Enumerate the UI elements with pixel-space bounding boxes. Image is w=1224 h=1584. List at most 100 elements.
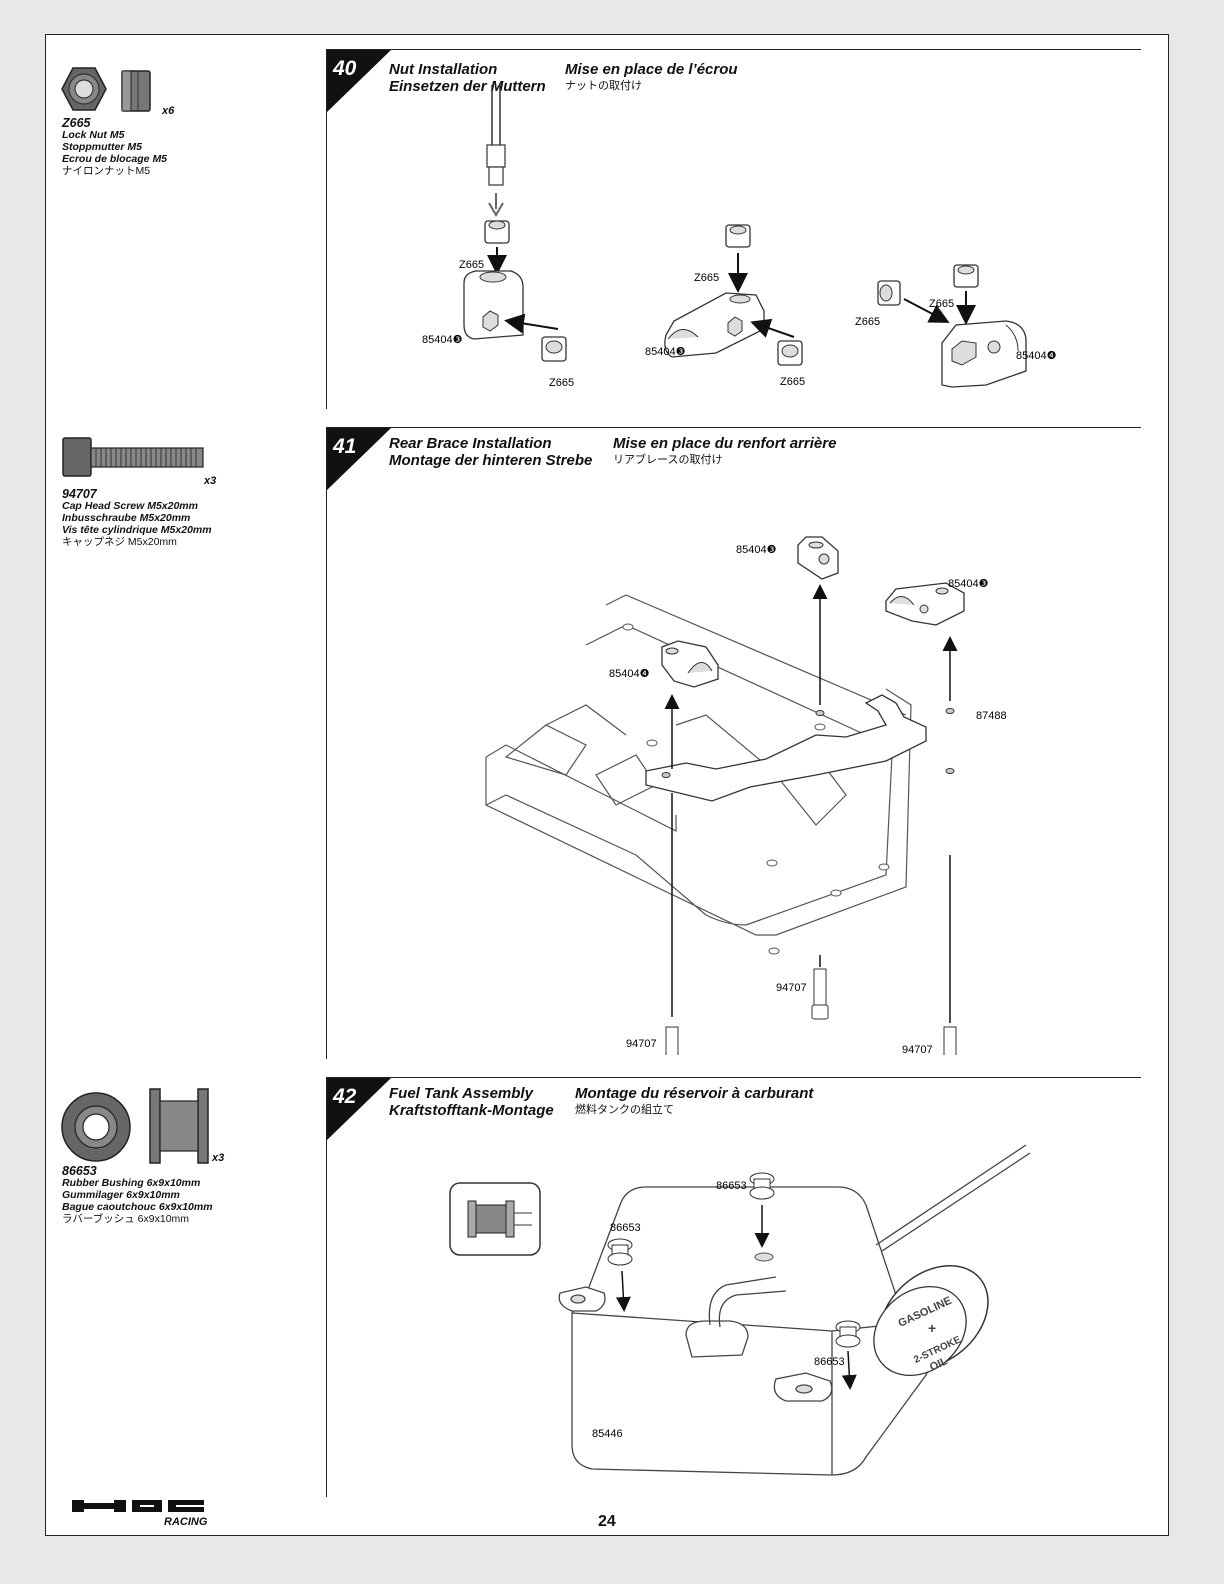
step-40-rule [326,49,1141,50]
step-41-title-jp: リアブレースの取付け [613,454,723,466]
nut-driver-icon [486,85,506,186]
part-z665-jp: ナイロンナットM5 [62,165,151,177]
step-40-diagram: Z665 85404❸ Z665 Z665 85404❸ Z665 Z665 Z… [422,85,1057,389]
step-42-label-3: 86653 [814,1356,845,1368]
step-40-label-3: Z665 [549,377,574,389]
step-42-number: 42 [332,1085,357,1108]
step-41-label-2: 85404❸ [948,578,989,590]
part-z665-fr: Ecrou de blocage M5 [62,153,168,165]
logo-racing-text: RACING [164,1516,208,1528]
rubber-bushing-icon [61,1088,209,1164]
part-z665-en: Lock Nut M5 [62,129,125,141]
part-94707-label: 94707 Cap Head Screw M5x20mm Inbusschrau… [62,488,212,548]
cap-head-screw-icon [62,437,204,477]
step-41-title-de: Montage der hinteren Strebe [389,452,593,469]
step-40-title-en: Nut Installation [389,61,498,78]
step-41-label-3: 85404❹ [609,668,650,680]
step-42-title-fr-jp: Montage du réservoir à carburant 燃料タンクの組… [575,1085,813,1119]
page-number: 24 [598,1513,616,1530]
step-41-title-fr-jp: Mise en place du renfort arrière リアブレースの… [613,435,836,469]
column-divider-2 [326,427,327,1059]
part-86653-label: 86653 Rubber Bushing 6x9x10mm Gummilager… [62,1165,213,1225]
step-41-badge: 41 [327,428,391,490]
step-40-label-8: Z665 [855,316,880,328]
lock-nut-icon [877,280,901,306]
cap-head-screw-icon [811,968,829,1020]
rubber-bushing-icon [749,1172,775,1200]
part-94707-fr: Vis tête cylindrique M5x20mm [62,524,212,536]
step-40-title-fr: Mise en place de l’écrou [565,61,738,78]
step-41-label-7: 94707 [902,1044,933,1055]
step-42-title-de: Kraftstofftank-Montage [389,1102,554,1119]
part-86653-en: Rubber Bushing 6x9x10mm [62,1177,201,1189]
step-40-label-7: Z665 [929,298,954,310]
part-z665-code: Z665 [62,116,91,130]
hpi-racing-logo: RACING [72,1500,208,1528]
part-94707-code: 94707 [62,487,97,501]
step-41-title-en: Rear Brace Installation [389,435,552,452]
part-94707-en: Cap Head Screw M5x20mm [62,500,198,512]
step-40-title-en-de: Nut Installation Einsetzen der Muttern [389,61,546,95]
step-40-title-fr-jp: Mise en place de l’écrou ナットの取付け [565,61,738,95]
rubber-bushing-icon [835,1320,861,1348]
step-41-rule [326,427,1141,428]
step-42-title-en-de: Fuel Tank Assembly Kraftstofftank-Montag… [389,1085,554,1119]
part-z665-label: Z665 Lock Nut M5 Stoppmutter M5 Ecrou de… [62,117,167,177]
mount-block-icon [941,320,1027,388]
lock-nut-icon [725,224,751,248]
lock-nut-icon [61,67,151,112]
rubber-bushing-icon [607,1238,633,1266]
part-86653-qty: x3 [212,1152,225,1164]
part-94707-qty: x3 [204,475,217,487]
step-40-label-2: 85404❸ [422,334,463,346]
step-42-title-fr: Montage du réservoir à carburant [575,1085,814,1102]
lock-nut-icon [953,264,979,288]
step-41-title-en-de: Rear Brace Installation Montage der hint… [389,435,592,469]
part-94707-de: Inbusschraube M5x20mm [62,512,191,524]
lock-nut-icon [484,220,510,244]
step-41-label-1: 85404❸ [736,544,777,556]
part-z665-qty: x6 [162,105,175,117]
manual-page: 40 41 42 Nut Installation Einsetzen der … [45,34,1169,1536]
step-42-label-2: 86653 [610,1222,641,1234]
part-94707-jp: キャップネジ M5x20mm [62,536,177,548]
step-41-number: 41 [332,435,356,458]
step-40-title-jp: ナットの取付け [565,80,642,92]
step-42-label-4: 85446 [592,1428,623,1440]
step-41-diagram: 85404❸ 85404❸ 85404❹ 87488 94707 94707 9… [485,536,1007,1055]
mount-block-icon [885,582,965,626]
step-42-rule [326,1077,1141,1078]
step-42-label-1: 86653 [716,1180,747,1192]
step-40-label-5: 85404❸ [645,346,686,358]
step-40-title-de: Einsetzen der Muttern [389,78,546,95]
step-42-title-jp: 燃料タンクの組立て [575,1104,674,1116]
mount-block-icon [463,270,524,340]
part-86653-de: Gummilager 6x9x10mm [62,1189,180,1201]
part-86653-jp: ラバーブッシュ 6x9x10mm [62,1213,190,1225]
lock-nut-icon [777,340,803,366]
bushing-detail-inset [449,1182,541,1256]
column-divider-1 [326,49,327,409]
step-40-label-6: Z665 [780,376,805,388]
step-40-label-4: Z665 [694,272,719,284]
step-41-title-fr: Mise en place du renfort arrière [613,435,837,452]
lock-nut-icon [541,336,567,362]
fuel-cap-icon: GASOLINE + 2-STROKE OIL [873,1265,989,1377]
fuel-tank-icon [558,1144,1031,1476]
step-42-diagram: GASOLINE + 2-STROKE OIL 86653 86653 8665… [449,1144,1031,1476]
column-divider-3 [326,1077,327,1497]
part-86653-fr: Bague caoutchouc 6x9x10mm [62,1201,213,1213]
rear-brace-icon [645,694,955,802]
step-42-badge: 42 [327,1078,391,1140]
cap-head-screw-icon [665,1026,679,1055]
cap-head-screw-icon [943,1026,957,1055]
mount-block-icon [797,536,839,580]
part-86653-code: 86653 [62,1164,97,1178]
fuel-cap-text-2: + [928,1320,936,1336]
step-42-title-en: Fuel Tank Assembly [389,1085,533,1102]
step-41-label-5: 94707 [776,982,807,994]
mount-block-icon [664,292,765,358]
part-z665-de: Stoppmutter M5 [62,141,142,153]
step-41-label-6: 94707 [626,1038,657,1050]
step-40-label-1: Z665 [459,259,484,271]
